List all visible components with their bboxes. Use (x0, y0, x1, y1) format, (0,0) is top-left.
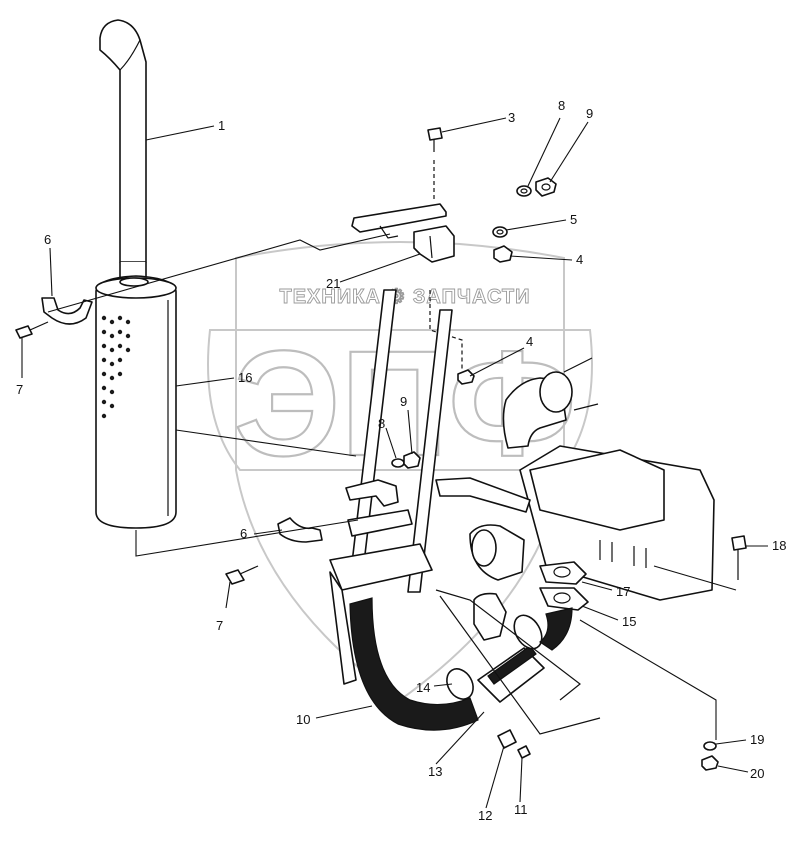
outlet-pipe (538, 607, 573, 651)
exhaust-flange-17 (539, 561, 587, 585)
mounting-bar (351, 203, 447, 239)
support-bracket-21 (413, 225, 455, 263)
callout-13: 13 (428, 764, 442, 779)
washer-8-upper (516, 185, 532, 197)
washer-8-lower (391, 458, 405, 468)
nut-9-upper (535, 177, 557, 197)
washer-19 (703, 741, 717, 751)
watermark-shield (235, 241, 565, 702)
watermark-banner-text: ТЕХНИКА ⚙ ЗАПЧАСТИ (279, 286, 530, 308)
callout-7-lower: 7 (216, 618, 223, 633)
gasket-14 (446, 668, 474, 700)
gasket-upper (513, 614, 543, 650)
muffler-perforations (101, 315, 131, 419)
callout-labels: 1 3 8 9 5 4 6 21 7 16 4 9 8 6 7 18 17 15… (16, 98, 786, 823)
nut-9-lower (403, 451, 421, 469)
callout-12: 12 (478, 808, 492, 823)
callout-17: 17 (616, 584, 630, 599)
support-frame (329, 289, 453, 685)
air-intake-elbow (502, 357, 599, 449)
assembly-lines (47, 233, 737, 740)
callout-7-upper: 7 (16, 382, 23, 397)
callout-4-lower: 4 (526, 334, 533, 349)
callout-8-upper: 8 (558, 98, 565, 113)
callout-3: 3 (508, 110, 515, 125)
connector-pipe-13 (477, 645, 545, 703)
callout-9-lower: 9 (400, 394, 407, 409)
turbocharger (469, 524, 525, 641)
bolt-3 (427, 127, 443, 200)
bolt-18 (731, 535, 747, 580)
bolt-upper-left (15, 321, 49, 339)
nut-4-upper (493, 245, 513, 263)
clamp-lower (277, 517, 323, 543)
clip-12 (497, 729, 517, 749)
nut-4-lower (457, 369, 475, 385)
exhaust-flange-15 (539, 587, 589, 611)
callout-10: 10 (296, 712, 310, 727)
callout-leaders (21, 117, 768, 809)
muffler-body (95, 275, 177, 529)
callout-21: 21 (326, 276, 340, 291)
callout-16: 16 (238, 370, 252, 385)
callout-4-upper: 4 (576, 252, 583, 267)
washer-5 (492, 226, 508, 238)
callout-9-upper: 9 (586, 106, 593, 121)
callout-18: 18 (772, 538, 786, 553)
callout-19: 19 (750, 732, 764, 747)
callout-6-upper: 6 (44, 232, 51, 247)
callout-14: 14 (416, 680, 430, 695)
callout-1: 1 (218, 118, 225, 133)
callout-5: 5 (570, 212, 577, 227)
exhaust-stack-pipe (99, 19, 147, 289)
callout-8-lower: 8 (378, 416, 385, 431)
bolt-lower-left (225, 565, 259, 585)
frame-rail (435, 589, 601, 735)
callout-20: 20 (750, 766, 764, 781)
callout-6-lower: 6 (240, 526, 247, 541)
callout-11: 11 (514, 802, 528, 817)
engine-block (435, 445, 715, 601)
flex-hose-10 (349, 597, 479, 731)
callout-15: 15 (622, 614, 636, 629)
nut-20 (701, 755, 719, 771)
mid-bracket (345, 479, 413, 537)
nut-11 (517, 745, 531, 759)
